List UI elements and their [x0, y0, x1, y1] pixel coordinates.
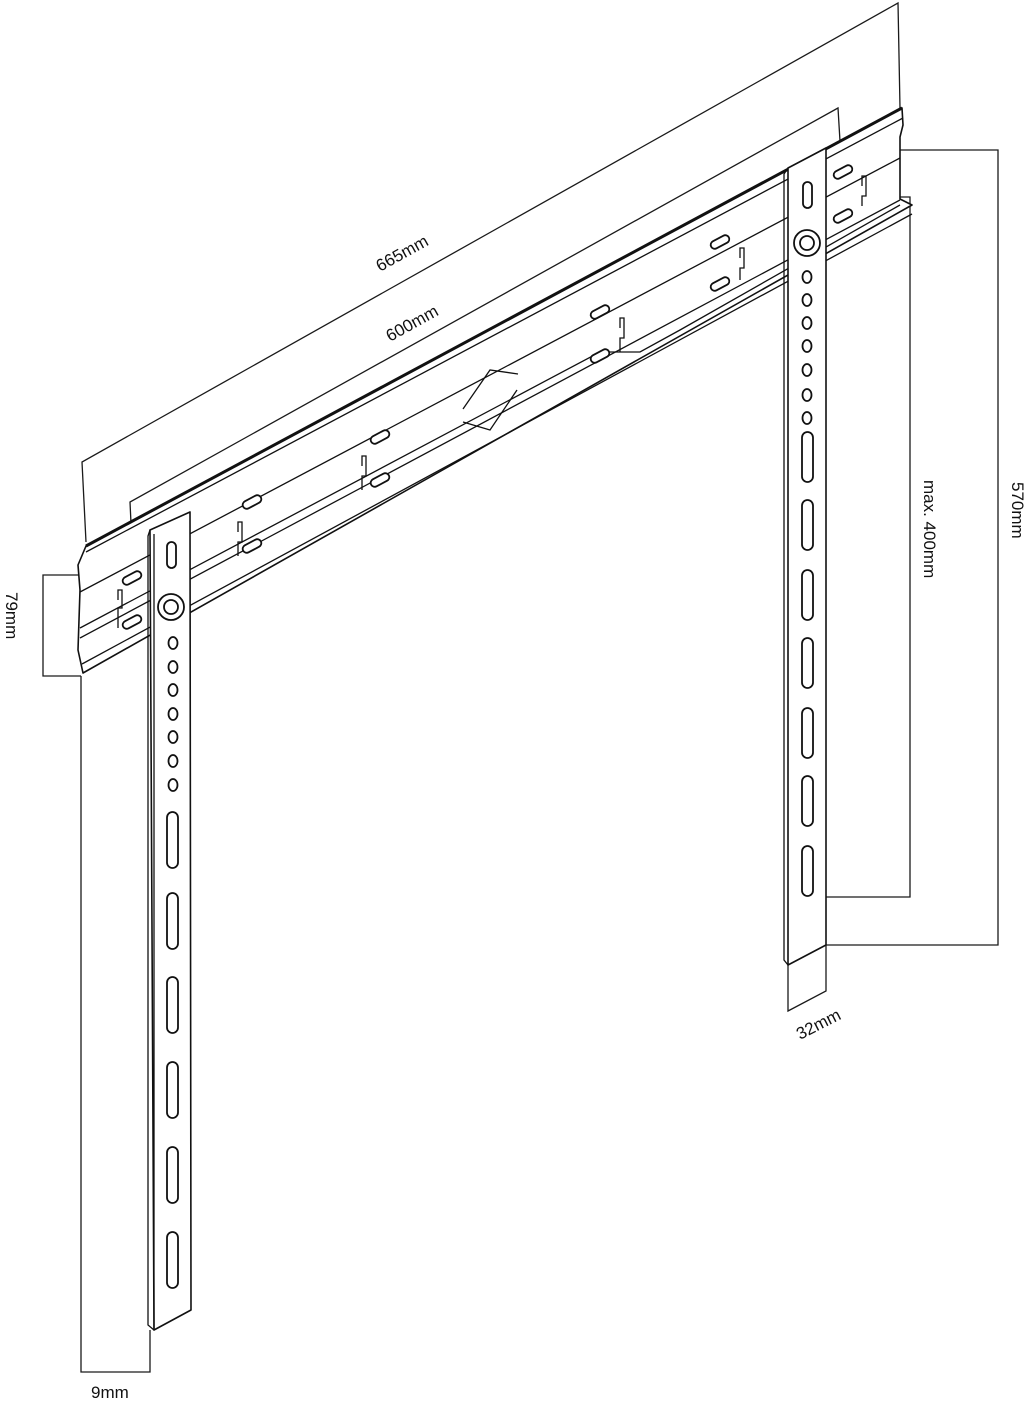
- arm-long-slot: [166, 976, 179, 1034]
- wall-rail-bottom: [81, 213, 913, 665]
- dim-665-line: [81, 1, 901, 543]
- rail-slot: [709, 276, 731, 292]
- arm-long-slot: [801, 431, 814, 483]
- arm-hole: [167, 778, 179, 792]
- label-665mm: 665mm: [373, 231, 432, 275]
- arm-hole: [801, 363, 813, 377]
- label-79mm: 79mm: [2, 592, 21, 639]
- arm-hole: [167, 707, 179, 721]
- arm-hole: [801, 388, 813, 402]
- right-vertical-arm: [783, 147, 827, 966]
- arm-hole: [801, 316, 813, 330]
- rail-keyholes: [117, 175, 867, 628]
- rail-keyhole: [861, 175, 867, 206]
- arm-long-slot: [166, 1231, 179, 1289]
- right-arm-long-slots: [801, 431, 814, 897]
- left-vertical-arm: [147, 511, 192, 1331]
- right-arm-side: [783, 167, 789, 966]
- arm-long-slot: [166, 892, 179, 950]
- arm-long-slot: [801, 845, 814, 897]
- label-32mm: 32mm: [793, 1005, 844, 1043]
- rail-slot: [121, 570, 143, 586]
- left-arm-round-holes: [167, 636, 179, 792]
- label-570mm: 570mm: [1008, 482, 1027, 539]
- right-arm-round-holes: [801, 270, 813, 425]
- arm-long-slot: [801, 775, 814, 827]
- rail-slot: [369, 429, 391, 445]
- rail-slot: [709, 234, 731, 250]
- rail-slot: [121, 614, 143, 630]
- arm-hole: [167, 636, 179, 650]
- label-600mm: 600mm: [383, 301, 442, 345]
- left-arm-side: [147, 529, 155, 1331]
- arm-long-slot: [166, 811, 179, 869]
- rail-slot: [369, 472, 391, 488]
- left-arm-long-slots: [166, 811, 179, 1289]
- wall-rail-center-notch-lower: [462, 389, 518, 431]
- rail-keyhole: [117, 589, 123, 628]
- rail-slot: [832, 164, 854, 180]
- arm-hole: [801, 339, 813, 353]
- arm-long-slot: [801, 499, 814, 551]
- arm-hole: [167, 730, 179, 744]
- dim-9-line: [80, 676, 151, 1373]
- dim-32-line: [787, 945, 827, 1013]
- arm-hole: [167, 660, 179, 674]
- wall-rail-groove-3: [79, 199, 901, 639]
- right-arm-body: [787, 147, 827, 966]
- rail-slot: [589, 304, 611, 320]
- wall-rail-top-lip: [85, 106, 903, 548]
- rail-slot: [241, 538, 263, 554]
- label-9mm: 9mm: [91, 1383, 129, 1402]
- left-arm-top-slot: [166, 541, 177, 569]
- wall-rail-body: [77, 107, 913, 674]
- arm-long-slot: [166, 1146, 179, 1204]
- arm-long-slot: [801, 569, 814, 621]
- rail-slot: [832, 208, 854, 224]
- wall-rail: [77, 106, 913, 674]
- dim-79-line: [42, 574, 81, 677]
- right-arm-bolt-hole: [799, 235, 815, 251]
- rail-keyhole: [361, 455, 367, 490]
- wall-rail-groove-2: [79, 204, 901, 629]
- arm-long-slot: [801, 707, 814, 759]
- rail-slots: [121, 164, 854, 630]
- arm-hole: [801, 411, 813, 425]
- wall-rail-groove-1: [79, 157, 901, 593]
- rail-keyhole: [237, 521, 243, 556]
- rail-slot: [241, 494, 263, 510]
- rail-keyhole: [619, 317, 625, 352]
- arm-hole: [801, 270, 813, 284]
- arm-hole: [801, 293, 813, 307]
- right-arm-top-slot: [802, 181, 813, 209]
- arm-hole: [167, 683, 179, 697]
- arm-long-slot: [166, 1061, 179, 1119]
- rail-slot: [589, 348, 611, 364]
- rail-keyhole: [739, 247, 745, 280]
- dim-570-line: [822, 149, 999, 946]
- wall-rail-lip-edge: [85, 117, 904, 553]
- wall-rail-center-notch: [462, 369, 519, 410]
- arm-hole: [167, 754, 179, 768]
- arm-long-slot: [801, 637, 814, 689]
- label-max-400mm: max. 400mm: [920, 480, 939, 578]
- left-arm-bolt-hole: [163, 599, 179, 615]
